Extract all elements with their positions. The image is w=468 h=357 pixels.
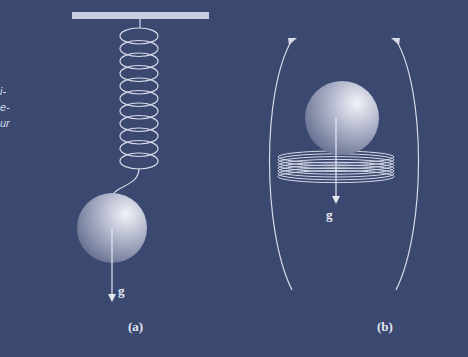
gravity-label: g xyxy=(118,284,125,297)
panel-label: (a) xyxy=(128,320,143,333)
coil-turn xyxy=(120,78,158,94)
gravity-arrow xyxy=(108,228,116,302)
coil-turn xyxy=(120,66,158,82)
coil-turn xyxy=(120,141,158,157)
coil-turn xyxy=(120,53,158,69)
coil-turn xyxy=(120,116,158,132)
coil-turn xyxy=(120,41,158,57)
caption-fragment: e- xyxy=(0,102,10,113)
spring xyxy=(120,19,158,169)
panel-label: (b) xyxy=(377,320,393,333)
sphere xyxy=(305,81,379,155)
ceiling-bar xyxy=(72,12,209,19)
coil-turn xyxy=(120,91,158,107)
coil-turn xyxy=(120,28,158,44)
caption-fragment: ur xyxy=(0,118,10,129)
coil-turn xyxy=(120,103,158,119)
spring-wire xyxy=(139,19,140,28)
caption-fragment: i- xyxy=(0,86,6,97)
coil-turn xyxy=(120,153,158,169)
coil-turn xyxy=(120,128,158,144)
gravity-arrow xyxy=(332,118,340,204)
spring-end xyxy=(113,168,139,194)
gravity-label: g xyxy=(326,208,333,221)
field-lines xyxy=(270,38,419,290)
